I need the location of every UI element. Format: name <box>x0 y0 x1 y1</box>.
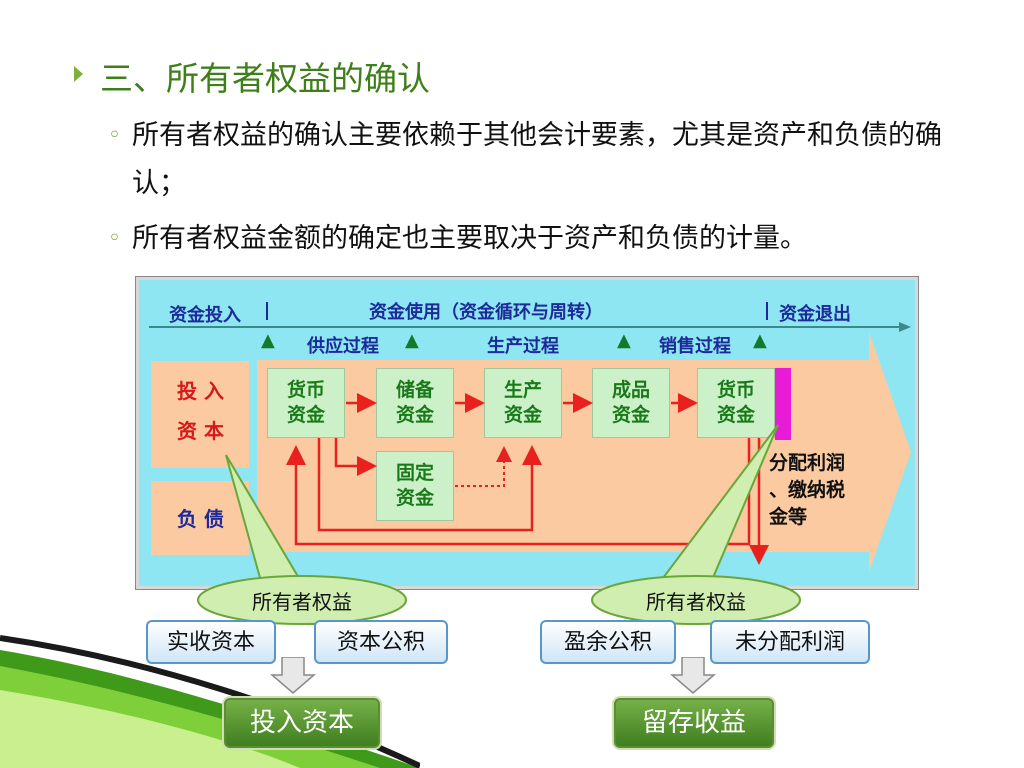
invested-capital-button[interactable]: 投入资本 <box>222 696 382 750</box>
box-line: 固定 <box>395 462 434 484</box>
triangle-icon: ▲ <box>405 330 419 351</box>
box-line: 成品 <box>611 379 650 401</box>
box-line: 储备 <box>395 379 434 401</box>
surplus-reserve-button[interactable]: 盈余公积 <box>540 620 676 664</box>
down-arrow-icon <box>270 657 316 694</box>
box-line: 资金 <box>395 404 434 426</box>
stage-invest-label: 资金投入 <box>169 305 241 326</box>
outflow-note-line: 、缴纳税 <box>769 479 846 501</box>
stage-exit-label: 资金退出 <box>779 304 851 325</box>
money-fund-box: 货币 资金 <box>267 368 345 438</box>
circle-bullet-icon: ◦ <box>108 123 121 148</box>
stage-use-label: 资金使用（资金循环与周转） <box>369 302 603 323</box>
retained-earnings-button[interactable]: 留存收益 <box>612 696 776 750</box>
paid-in-capital-button[interactable]: 实收资本 <box>146 620 276 664</box>
bullet-text: 所有者权益的确认主要依赖于其他会计要素，尤其是资产和负债的确认； <box>132 120 942 199</box>
bullet-item: ◦ 所有者权益金额的确定也主要取决于资产和负债的计量。 <box>108 215 958 263</box>
title-bullet-icon <box>74 66 83 82</box>
box-line: 资金 <box>611 404 650 426</box>
exit-marker-bar <box>775 368 791 440</box>
reserve-fund-box: 储备 资金 <box>376 368 454 438</box>
outflow-note-line: 金等 <box>769 506 808 528</box>
bullet-item: ◦ 所有者权益的确认主要依赖于其他会计要素，尤其是资产和负债的确认； <box>108 112 958 208</box>
circle-bullet-icon: ◦ <box>108 226 121 251</box>
production-fund-box: 生产 资金 <box>484 368 562 438</box>
fixed-fund-box: 固定 资金 <box>376 451 454 521</box>
outflow-note: 分配利润 、缴纳税 金等 <box>769 450 845 531</box>
box-line: 资金 <box>503 404 542 426</box>
box-line: 资金 <box>395 487 434 509</box>
box-line: 生产 <box>503 379 542 401</box>
bullet-text: 所有者权益金额的确定也主要取决于资产和负债的计量。 <box>132 223 807 254</box>
source-capital-box: 投 入 资 本 <box>151 361 249 468</box>
callout-owners-equity-right: 所有者权益 <box>646 590 746 614</box>
triangle-icon: ▲ <box>617 330 631 351</box>
triangle-icon: ▲ <box>753 330 767 351</box>
process-sales-label: 销售过程 <box>659 336 731 357</box>
source-liability-box: 负 债 <box>151 481 249 555</box>
box-line: 货币 <box>716 379 755 401</box>
process-production-label: 生产过程 <box>487 336 559 357</box>
source-capital-line: 资 本 <box>177 419 224 443</box>
callout-owners-equity-left: 所有者权益 <box>252 590 352 614</box>
capital-reserve-button[interactable]: 资本公积 <box>314 620 448 664</box>
source-liability-label: 负 债 <box>177 507 224 531</box>
down-arrow-icon <box>670 657 716 694</box>
box-line: 货币 <box>286 379 325 401</box>
box-line: 资金 <box>286 404 325 426</box>
outflow-note-line: 分配利润 <box>769 452 846 474</box>
money-fund-box-2: 货币 资金 <box>697 368 775 438</box>
undistributed-profit-button[interactable]: 未分配利润 <box>710 620 870 664</box>
process-supply-label: 供应过程 <box>307 336 379 357</box>
triangle-icon: ▲ <box>261 330 275 351</box>
page-title: 三、所有者权益的确认 <box>100 59 430 98</box>
box-line: 资金 <box>716 404 755 426</box>
source-capital-line: 投 入 <box>177 379 224 403</box>
finished-goods-fund-box: 成品 资金 <box>592 368 670 438</box>
